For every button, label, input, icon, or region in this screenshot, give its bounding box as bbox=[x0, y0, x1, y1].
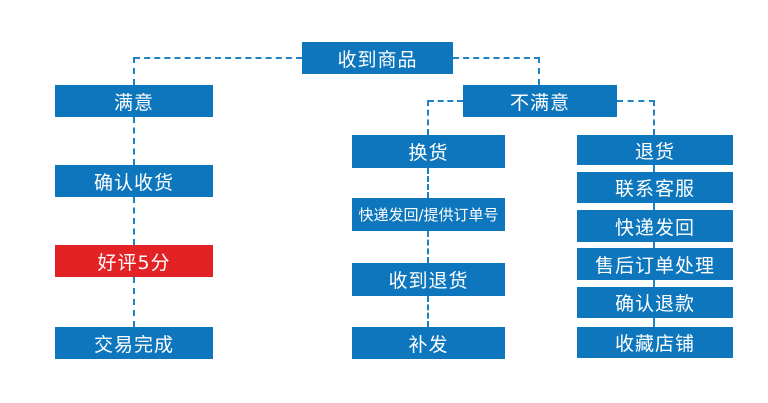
connector-top-right-horizontal bbox=[453, 57, 540, 59]
node-satisfied: 满意 bbox=[55, 85, 213, 117]
connector-top-left-vertical bbox=[133, 57, 135, 85]
node-confirm-receipt: 确认收货 bbox=[55, 165, 213, 197]
connector-unsatisfied-right-horizontal bbox=[617, 100, 655, 102]
node-confirm-refund: 确认退款 bbox=[577, 287, 733, 318]
connector-unsatisfied-left-horizontal bbox=[428, 100, 463, 102]
connector-contact-shipback bbox=[653, 203, 655, 210]
node-return-received: 收到退货 bbox=[352, 263, 505, 296]
connector-aftersales-refund bbox=[653, 280, 655, 287]
node-aftersales-order-processing: 售后订单处理 bbox=[577, 248, 733, 280]
node-five-star-review: 好评5分 bbox=[55, 245, 213, 277]
connector-shipback-aftersales bbox=[653, 242, 655, 248]
connector-confirm-review bbox=[133, 197, 135, 245]
node-reship: 补发 bbox=[352, 327, 505, 359]
node-favorite-shop: 收藏店铺 bbox=[577, 327, 733, 358]
node-exchange-goods: 换货 bbox=[352, 135, 505, 168]
connector-unsatisfied-left-vertical bbox=[427, 100, 429, 135]
node-transaction-complete: 交易完成 bbox=[55, 327, 213, 359]
node-unsatisfied: 不满意 bbox=[463, 85, 617, 117]
node-contact-customer-service: 联系客服 bbox=[577, 172, 733, 203]
node-ship-back-provide-order-no: 快递发回/提供订单号 bbox=[352, 198, 505, 231]
connector-unsatisfied-right-vertical bbox=[653, 100, 655, 135]
connector-exchange-shipback bbox=[427, 168, 429, 198]
node-return-goods: 退货 bbox=[577, 135, 733, 165]
connector-top-right-vertical bbox=[538, 57, 540, 85]
connector-shipback-returnreceived bbox=[427, 231, 429, 263]
connector-returnreceived-reship bbox=[427, 296, 429, 327]
connector-satisfied-confirm bbox=[133, 117, 135, 165]
connector-refund-favorite bbox=[653, 318, 655, 327]
node-received-goods: 收到商品 bbox=[302, 42, 453, 74]
node-ship-back: 快递发回 bbox=[577, 210, 733, 242]
connector-top-left-horizontal bbox=[134, 57, 302, 59]
connector-return-contact bbox=[653, 165, 655, 172]
connector-review-complete bbox=[133, 277, 135, 327]
